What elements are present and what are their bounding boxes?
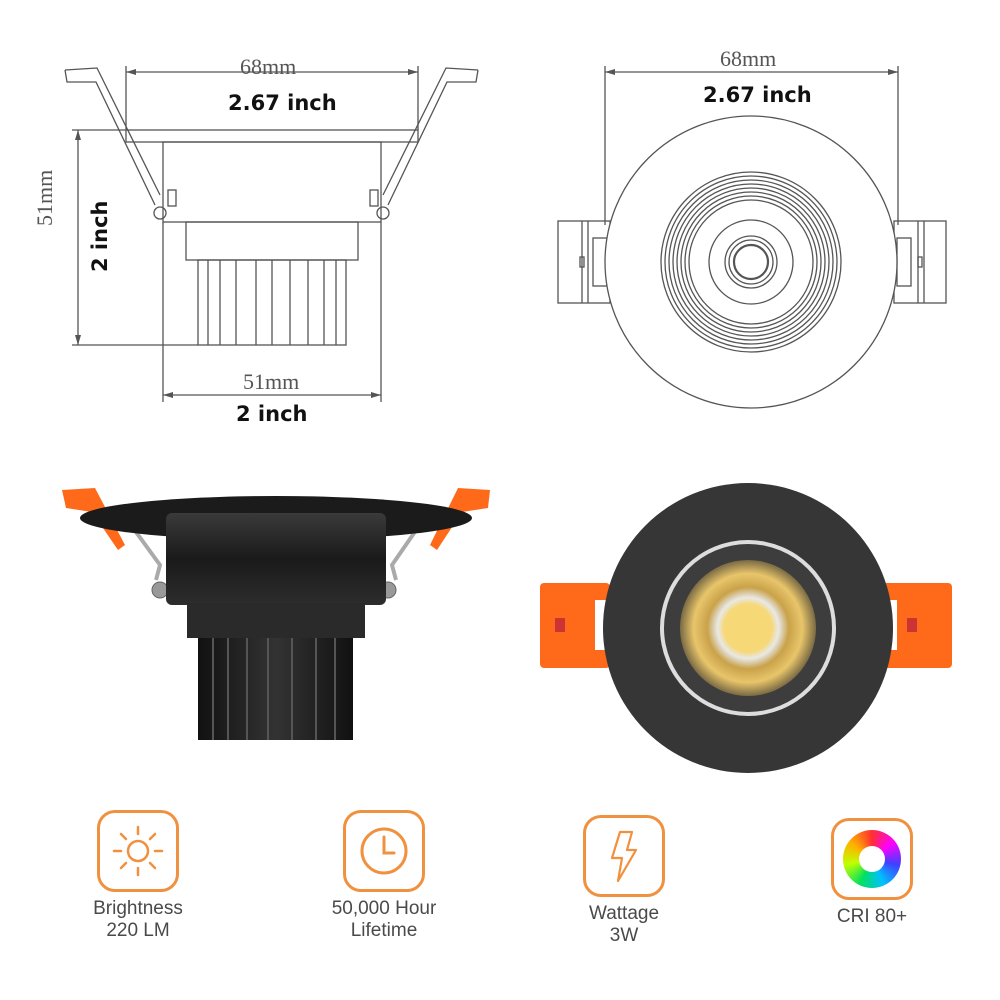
feature-cri-line1: CRI 80+	[836, 906, 908, 927]
side-top-dimension-mm: 68mm	[240, 54, 297, 79]
side-technical-drawing: 68mm 2.67 inch 51mm 2 inch 51mm 2 inch	[0, 0, 500, 450]
front-product-photo	[500, 450, 1000, 790]
feature-brightness: Brightness 220 LM	[48, 810, 228, 942]
feature-wattage-label: Wattage 3W	[534, 903, 714, 947]
feature-wattage: Wattage 3W	[534, 815, 714, 947]
front-photo-illustration	[540, 483, 952, 773]
side-height-dimension-inch: 2 inch	[88, 200, 112, 272]
side-product-photo	[0, 450, 500, 790]
top-technical-drawing: 68mm 2.67 inch	[500, 0, 1000, 450]
feature-lifetime-line2: Lifetime	[350, 920, 418, 941]
feature-wattage-line1: Wattage	[588, 903, 660, 924]
top-width-dimension-inch: 2.67 inch	[703, 83, 812, 107]
feature-cri-label: CRI 80+	[782, 906, 962, 928]
feature-cri: CRI 80+	[782, 818, 962, 928]
color-wheel-icon	[831, 818, 913, 900]
clock-icon	[343, 810, 425, 892]
feature-wattage-line2: 3W	[609, 925, 639, 946]
side-bottom-dimension-inch: 2 inch	[236, 402, 308, 426]
feature-lifetime-line1: 50,000 Hour	[331, 898, 437, 919]
feature-brightness-label: Brightness 220 LM	[48, 898, 228, 942]
side-drawing-lines	[64, 66, 479, 402]
lightning-icon	[583, 815, 665, 897]
side-height-dimension-mm: 51mm	[32, 169, 57, 226]
feature-brightness-line2: 220 LM	[106, 920, 170, 941]
sun-icon	[97, 810, 179, 892]
side-photo-illustration	[62, 488, 490, 740]
top-width-dimension-mm: 68mm	[720, 46, 777, 71]
feature-lifetime-label: 50,000 Hour Lifetime	[294, 898, 474, 942]
color-wheel	[843, 830, 901, 888]
feature-lifetime: 50,000 Hour Lifetime	[294, 810, 474, 942]
feature-brightness-line1: Brightness	[93, 898, 183, 919]
top-drawing-lines	[557, 66, 947, 409]
side-bottom-dimension-mm: 51mm	[243, 369, 300, 394]
side-top-dimension-inch: 2.67 inch	[228, 91, 337, 115]
